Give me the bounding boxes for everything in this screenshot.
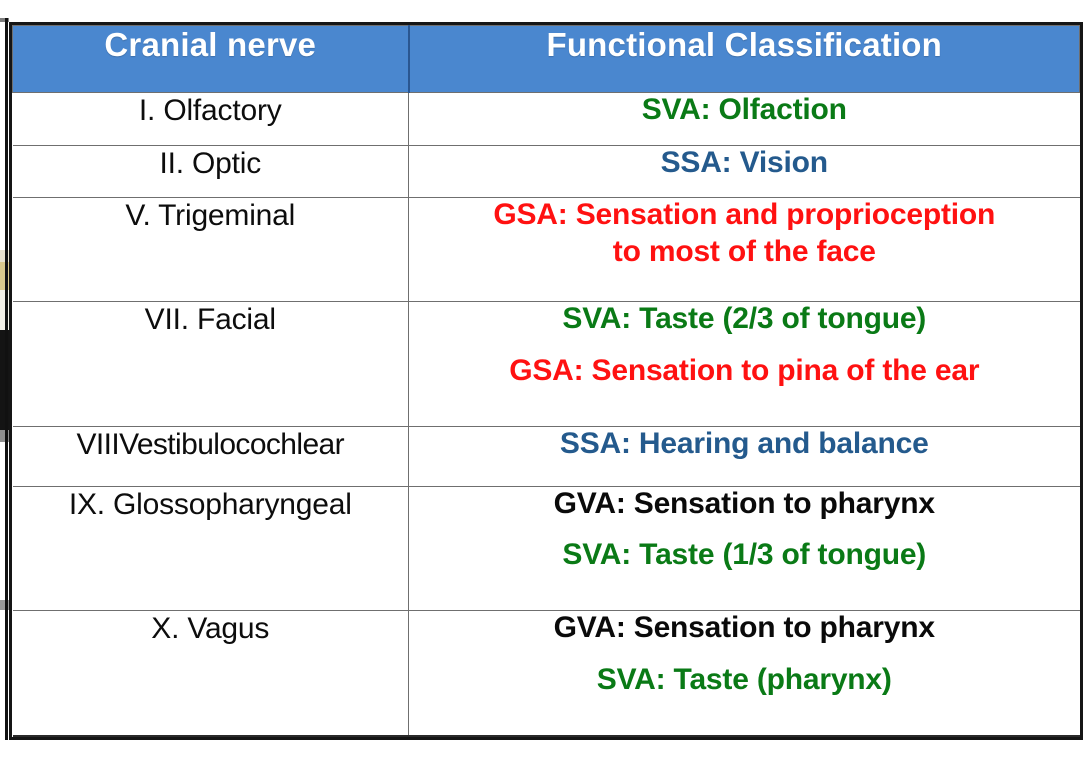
classification-cell: SSA: Hearing and balance — [408, 425, 1080, 487]
slide-edge-strip — [0, 0, 9, 766]
cranial-nerve-table: Cranial nerve Functional Classification … — [12, 25, 1080, 738]
classification-line: to most of the face — [612, 234, 876, 268]
table-row: I. Olfactory SVA: Olfaction — [12, 92, 1080, 146]
table-row: V. Trigeminal GSA: Sensation and proprio… — [12, 197, 1080, 302]
table-row: IX. Glossopharyngeal GVA: Sensation to p… — [12, 485, 1080, 612]
classification-cell: SVA: Olfaction — [408, 92, 1080, 146]
classification-line: GVA: Sensation to pharynx — [553, 611, 935, 645]
classification-line: SVA: Taste (2/3 of tongue) — [562, 301, 927, 335]
nerve-name-cell: V. Trigeminal — [12, 197, 409, 302]
table-header: Cranial nerve Functional Classification — [12, 25, 1080, 93]
table-row: VII. Facial SVA: Taste (2/3 of tongue) G… — [12, 300, 1080, 427]
classification-line: GSA: Sensation and proprioception — [493, 198, 996, 232]
table-row: II. Optic SSA: Vision — [12, 144, 1080, 199]
column-header-cranial-nerve: Cranial nerve — [12, 25, 410, 93]
nerve-name-cell: II. Optic — [12, 144, 409, 199]
classification-cell: GVA: Sensation to pharynx SVA: Taste (1/… — [408, 485, 1080, 612]
classification-cell: SSA: Vision — [408, 144, 1080, 199]
cranial-nerve-table-container: Cranial nerve Functional Classification … — [9, 22, 1083, 740]
classification-cell: GVA: Sensation to pharynx SVA: Taste (ph… — [408, 610, 1080, 738]
classification-line: SVA: Olfaction — [641, 93, 847, 126]
classification-line: SSA: Hearing and balance — [559, 426, 929, 460]
classification-line: GVA: Sensation to pharynx — [553, 486, 935, 520]
classification-cell: SVA: Taste (2/3 of tongue) GSA: Sensatio… — [408, 300, 1080, 427]
slide-edge-divider — [5, 18, 8, 740]
table-body: I. Olfactory SVA: Olfaction II. Optic SS… — [12, 92, 1080, 738]
classification-line: GSA: Sensation to pina of the ear — [509, 353, 980, 387]
nerve-name-cell: I. Olfactory — [12, 92, 409, 146]
nerve-name-cell: VII. Facial — [12, 300, 409, 427]
classification-line: SSA: Vision — [660, 145, 828, 179]
nerve-name-cell: VIIIVestibulocochlear — [12, 425, 409, 487]
classification-line: SVA: Taste (1/3 of tongue) — [562, 538, 927, 572]
table-row: X. Vagus GVA: Sensation to pharynx SVA: … — [12, 610, 1080, 738]
nerve-name-cell: X. Vagus — [12, 610, 409, 738]
table-row: VIIIVestibulocochlear SSA: Hearing and b… — [12, 425, 1080, 487]
column-header-functional-classification: Functional Classification — [408, 25, 1080, 93]
header-row: Cranial nerve Functional Classification — [12, 25, 1080, 93]
nerve-name-cell: IX. Glossopharyngeal — [12, 485, 409, 612]
classification-line: SVA: Taste (pharynx) — [596, 662, 892, 696]
classification-cell: GSA: Sensation and proprioception to mos… — [408, 197, 1080, 302]
